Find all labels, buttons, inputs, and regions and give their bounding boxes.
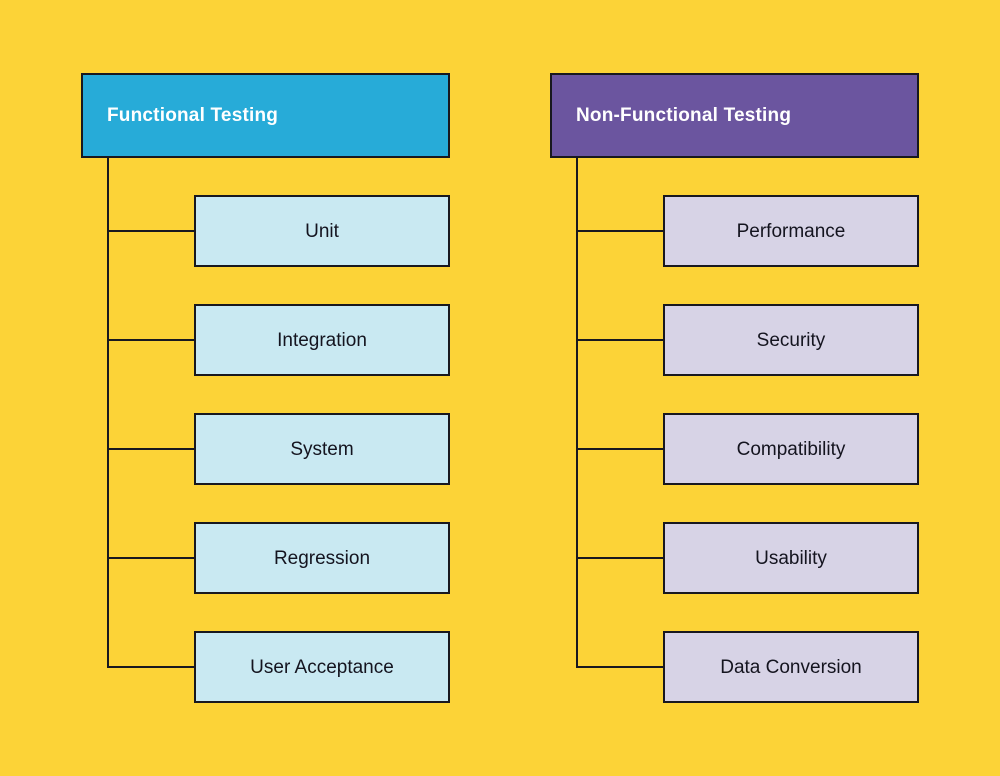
node-system[interactable]: System	[194, 413, 450, 485]
connector-trunk-non-functional	[576, 158, 578, 667]
node-label-system: System	[290, 438, 354, 460]
connector-trunk-functional	[107, 158, 109, 667]
node-label-user-acceptance: User Acceptance	[250, 656, 394, 678]
node-integration[interactable]: Integration	[194, 304, 450, 376]
connector-branch-integration	[107, 339, 194, 341]
header-box-functional-testing[interactable]: Functional Testing	[81, 73, 450, 158]
node-unit[interactable]: Unit	[194, 195, 450, 267]
node-compatibility[interactable]: Compatibility	[663, 413, 919, 485]
node-label-security: Security	[756, 329, 826, 351]
node-user-acceptance[interactable]: User Acceptance	[194, 631, 450, 703]
node-label-usability: Usability	[755, 547, 827, 569]
node-label-data-conversion: Data Conversion	[720, 656, 862, 678]
node-performance[interactable]: Performance	[663, 195, 919, 267]
node-data-conversion[interactable]: Data Conversion	[663, 631, 919, 703]
connector-branch-unit	[107, 230, 194, 232]
connector-branch-performance	[576, 230, 663, 232]
node-regression[interactable]: Regression	[194, 522, 450, 594]
connector-branch-user-acceptance	[107, 666, 194, 668]
node-label-performance: Performance	[736, 220, 846, 242]
node-security[interactable]: Security	[663, 304, 919, 376]
header-label-non-functional-testing: Non-Functional Testing	[576, 105, 792, 126]
node-label-unit: Unit	[305, 220, 339, 242]
header-box-non-functional-testing[interactable]: Non-Functional Testing	[550, 73, 919, 158]
node-label-compatibility: Compatibility	[736, 438, 846, 460]
header-label-functional-testing: Functional Testing	[107, 105, 279, 126]
node-label-regression: Regression	[273, 547, 371, 569]
connector-branch-regression	[107, 557, 194, 559]
branch-non-functional-testing: Non-Functional Testing Performance Secur…	[529, 0, 969, 776]
connector-branch-compatibility	[576, 448, 663, 450]
connector-branch-system	[107, 448, 194, 450]
connector-branch-usability	[576, 557, 663, 559]
node-label-integration: Integration	[277, 329, 367, 351]
node-usability[interactable]: Usability	[663, 522, 919, 594]
branch-functional-testing: Functional Testing Unit Integration Syst…	[60, 0, 500, 776]
connector-branch-data-conversion	[576, 666, 663, 668]
connector-branch-security	[576, 339, 663, 341]
